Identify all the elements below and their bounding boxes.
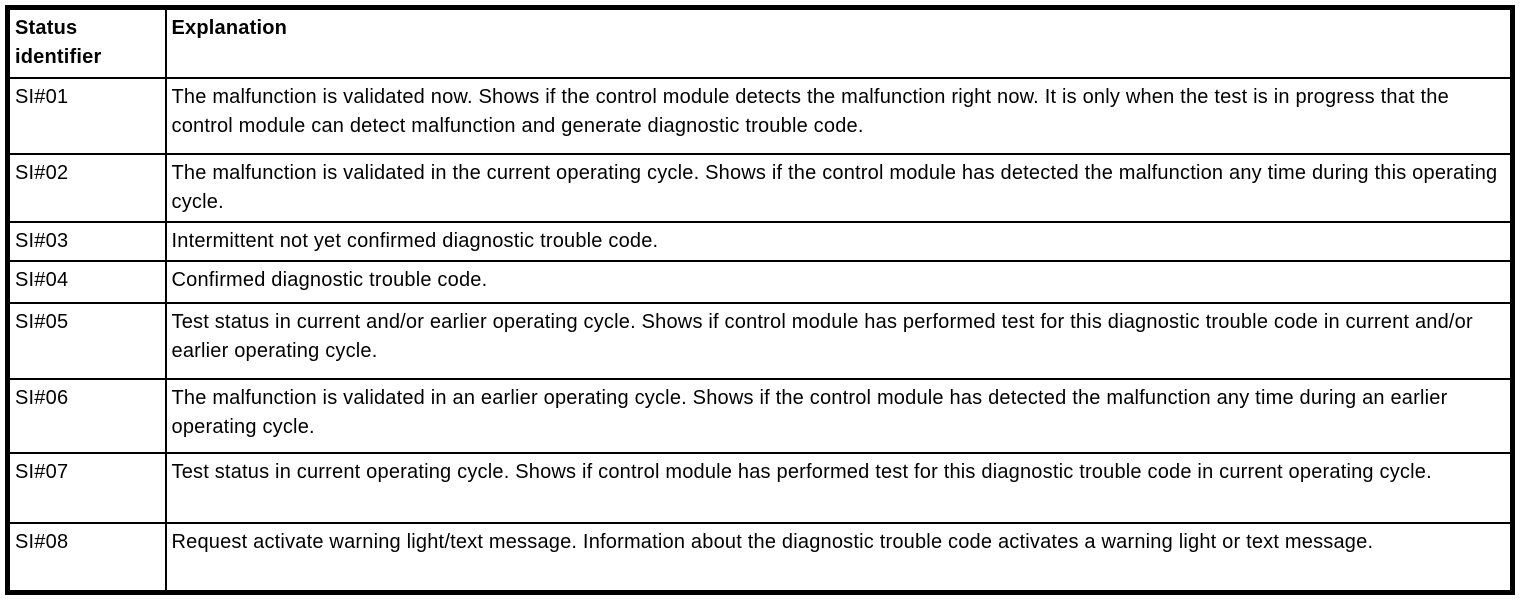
status-identifier-cell: SI#07 <box>6 451 167 524</box>
table-row: SI#06 The malfunction is validated in an… <box>6 377 1514 454</box>
status-identifier-cell: SI#04 <box>6 259 167 304</box>
status-identifier-cell: SI#01 <box>6 76 167 155</box>
status-identifier-header: Status identifier <box>6 6 167 79</box>
table-row: SI#07 Test status in current operating c… <box>6 451 1514 524</box>
document-page: Status identifier Explanation SI#01 The … <box>5 5 1515 595</box>
table-row: SI#02 The malfunction is validated in th… <box>6 152 1514 223</box>
status-identifier-cell: SI#08 <box>6 521 167 594</box>
explanation-cell: Test status in current operating cycle. … <box>164 451 1514 524</box>
status-identifier-table: Status identifier Explanation SI#01 The … <box>5 5 1515 595</box>
table-body: SI#01 The malfunction is validated now. … <box>6 76 1514 594</box>
explanation-cell: The malfunction is validated in an earli… <box>164 377 1514 454</box>
explanation-cell: Intermittent not yet confirmed diagnosti… <box>164 220 1514 262</box>
header-row: Status identifier Explanation <box>6 6 1514 79</box>
status-identifier-cell: SI#03 <box>6 220 167 262</box>
table-row: SI#05 Test status in current and/or earl… <box>6 301 1514 380</box>
explanation-cell: The malfunction is validated now. Shows … <box>164 76 1514 155</box>
status-identifier-cell: SI#02 <box>6 152 167 223</box>
explanation-cell: Test status in current and/or earlier op… <box>164 301 1514 380</box>
table-header: Status identifier Explanation <box>6 6 1514 79</box>
table-row: SI#01 The malfunction is validated now. … <box>6 76 1514 155</box>
explanation-header: Explanation <box>164 6 1514 79</box>
status-identifier-cell: SI#05 <box>6 301 167 380</box>
status-identifier-cell: SI#06 <box>6 377 167 454</box>
explanation-cell: The malfunction is validated in the curr… <box>164 152 1514 223</box>
explanation-cell: Request activate warning light/text mess… <box>164 521 1514 594</box>
explanation-cell: Confirmed diagnostic trouble code. <box>164 259 1514 304</box>
table-row: SI#04 Confirmed diagnostic trouble code. <box>6 259 1514 304</box>
table-row: SI#03 Intermittent not yet confirmed dia… <box>6 220 1514 262</box>
table-row: SI#08 Request activate warning light/tex… <box>6 521 1514 594</box>
